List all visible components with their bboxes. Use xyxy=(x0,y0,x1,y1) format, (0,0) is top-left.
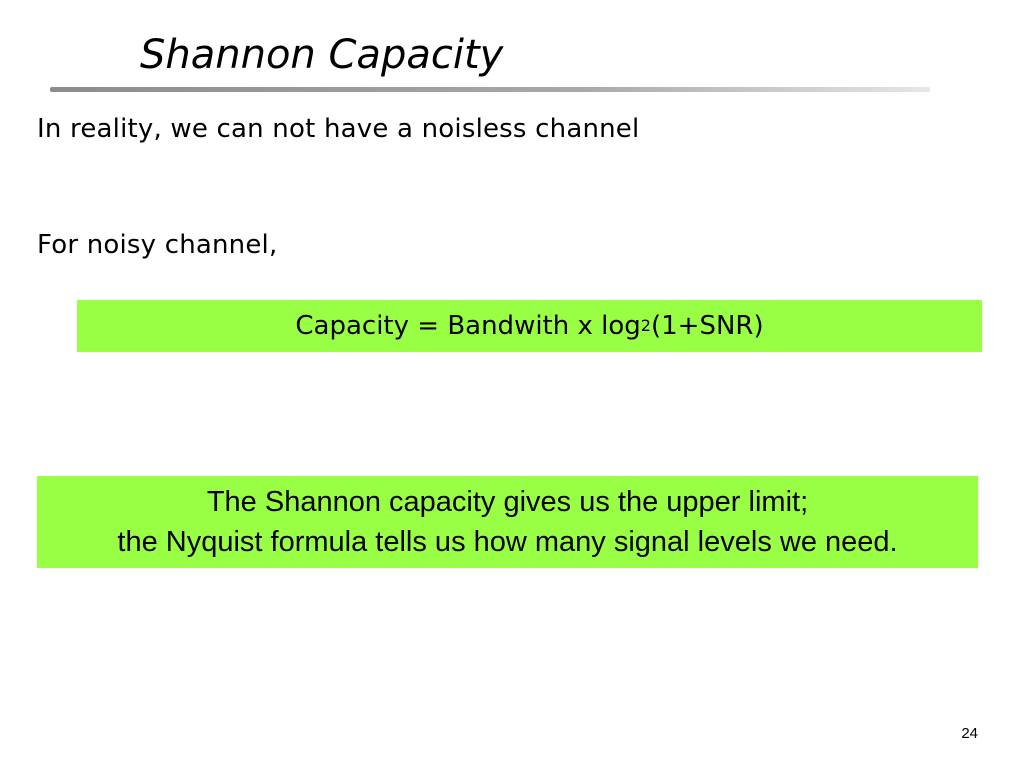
note-line-1: The Shannon capacity gives us the upper … xyxy=(206,486,809,518)
formula-suffix: (1+SNR) xyxy=(650,311,764,341)
slide-title: Shannon Capacity xyxy=(140,32,504,78)
page-number: 24 xyxy=(961,725,978,742)
body-text-noisy: For noisy channel, xyxy=(37,230,278,260)
title-underline xyxy=(50,87,930,92)
note-box: The Shannon capacity gives us the upper … xyxy=(37,476,978,568)
body-text-noiseless: In reality, we can not have a noisless c… xyxy=(37,114,640,144)
note-line-2: the Nyquist formula tells us how many si… xyxy=(117,526,898,558)
formula-prefix: Capacity = Bandwith x log xyxy=(295,311,641,341)
